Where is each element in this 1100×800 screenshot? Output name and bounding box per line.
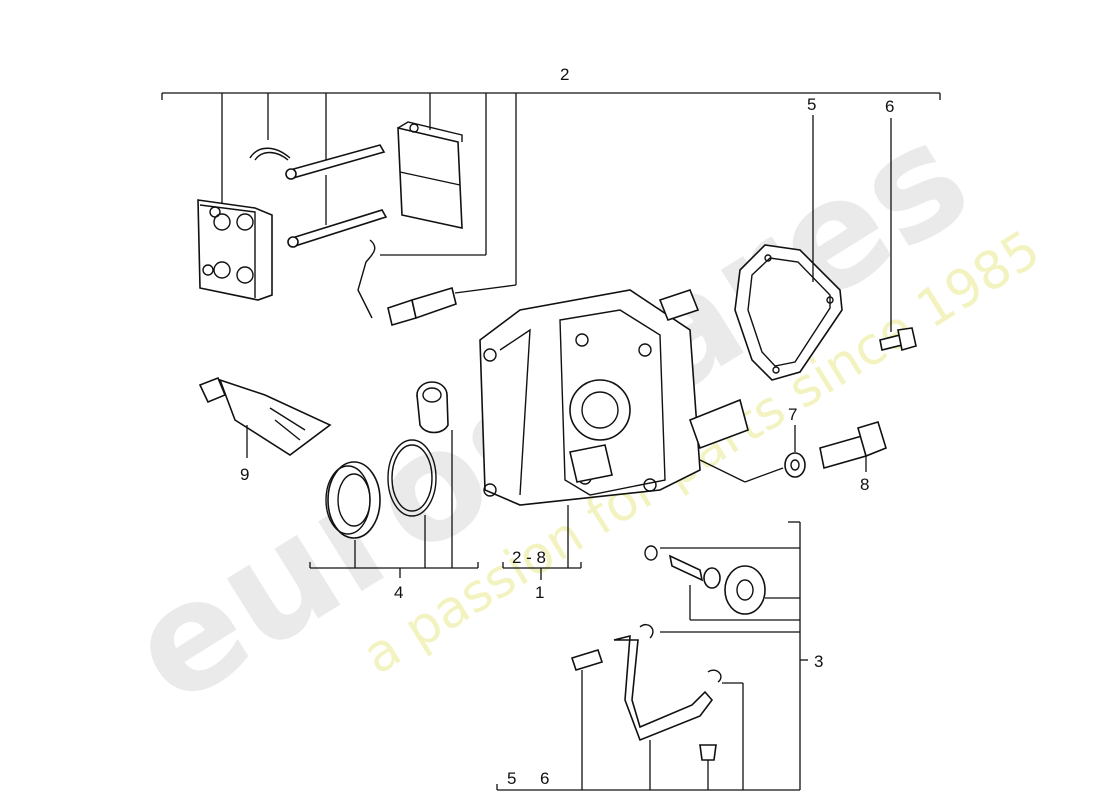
bracket-part-2 bbox=[161, 92, 941, 294]
grease-tube bbox=[198, 376, 332, 456]
label-part-6: 6 bbox=[885, 97, 894, 116]
label-part-7: 7 bbox=[788, 405, 797, 424]
label-part-5: 5 bbox=[807, 95, 816, 114]
label-part-8: 8 bbox=[860, 475, 869, 494]
spring-wire bbox=[357, 239, 376, 319]
label-part-3: 3 bbox=[814, 652, 823, 671]
label-part-2-8: 2 - 8 bbox=[512, 548, 546, 567]
caliper-bolt bbox=[819, 421, 887, 470]
o-ring bbox=[387, 439, 437, 517]
dust-seal bbox=[325, 461, 381, 539]
label-part-2: 2 bbox=[560, 65, 569, 84]
gasket bbox=[734, 244, 843, 381]
repair-kit bbox=[570, 545, 766, 761]
retaining-clip bbox=[249, 147, 291, 161]
label-part-6-bottom: 6 bbox=[540, 769, 549, 788]
wear-sensor bbox=[387, 286, 457, 327]
label-part-1: 1 bbox=[535, 583, 544, 602]
pad-pins bbox=[285, 144, 388, 248]
brake-pad-right bbox=[397, 121, 463, 230]
label-part-5-bottom: 5 bbox=[507, 769, 516, 788]
piston bbox=[416, 381, 449, 434]
brake-pad-left bbox=[197, 199, 273, 301]
caliper-housing bbox=[479, 289, 749, 506]
label-part-4: 4 bbox=[394, 583, 403, 602]
small-bolt bbox=[879, 327, 917, 352]
label-part-9: 9 bbox=[240, 465, 249, 484]
washer bbox=[784, 452, 806, 478]
